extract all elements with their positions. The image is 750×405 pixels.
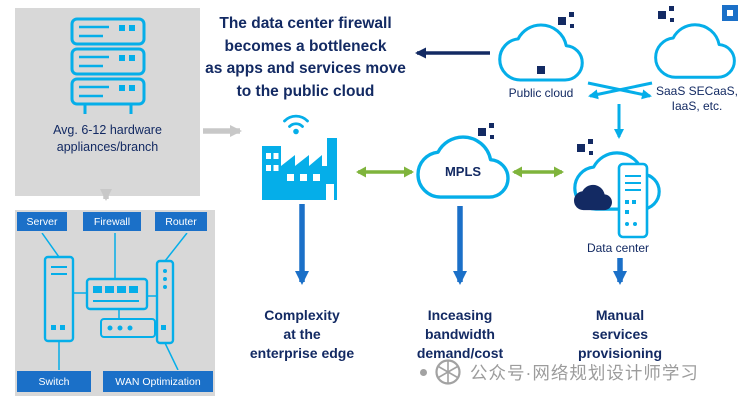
headline-line: as apps and services move (205, 60, 406, 77)
router-button: Router (155, 212, 207, 231)
label-line: at the (283, 326, 321, 342)
saas-cloud-label: SaaS SECaaS, IaaS, etc. (648, 84, 746, 114)
wan-optimization-button: WAN Optimization (103, 371, 213, 392)
saas-cloud-label-line: IaaS, etc. (671, 99, 723, 113)
tower-server-icon (43, 255, 75, 343)
label-line: Manual (595, 307, 645, 323)
label-line: Inceasing (427, 307, 493, 323)
switch-device-icon (85, 277, 149, 311)
watermark: 公众号·网络规划设计师学习 (420, 358, 699, 386)
label-line: bandwidth (425, 326, 495, 342)
label-line: enterprise edge (249, 345, 355, 361)
public-cloud-icon (498, 23, 584, 82)
firewall-button: Firewall (83, 212, 141, 231)
datacenter-cloud-shadow-icon (574, 184, 612, 211)
label-line: services (591, 326, 649, 342)
mpls-cloud-icon (416, 135, 510, 199)
wifi-icon (283, 114, 309, 128)
branch-box-label-line: Avg. 6-12 hardware (53, 123, 162, 137)
label-line: provisioning (578, 345, 662, 361)
branch-box-label-line: appliances/branch (56, 140, 159, 154)
saas-cloud-icon (654, 23, 736, 79)
server-button: Server (17, 212, 67, 231)
server-rack-icon (617, 162, 649, 239)
headline-line: becomes a bottleneck (224, 37, 387, 55)
datacenter-label: Data center (586, 241, 650, 255)
label-bandwidth: Inceasing bandwidth demand/cost (390, 306, 530, 363)
equipment-connector-lines (41, 233, 188, 370)
switch-button: Switch (17, 371, 91, 392)
watermark-dot-icon (420, 368, 427, 376)
equipment-devices (41, 233, 188, 370)
corner-accent-icon (722, 5, 738, 21)
public-cloud-label: Public cloud (508, 86, 574, 100)
server-stack-icon (70, 17, 146, 114)
factory-icon (262, 114, 337, 200)
label-line: Complexity (264, 307, 340, 323)
pixel-accent-icon (658, 6, 674, 22)
branch-box-label: Avg. 6-12 hardware appliances/branch (15, 122, 200, 156)
mpls-cloud-label: MPLS (444, 164, 482, 179)
headline-line: to the public cloud (236, 82, 375, 100)
headline: The data center firewall becomes a bottl… (203, 13, 408, 103)
router-device-icon (155, 259, 175, 345)
label-line: demand/cost (416, 345, 504, 361)
pixel-accent-icon (478, 123, 494, 139)
saas-cloud-label-line: SaaS SECaaS, (655, 84, 739, 98)
branch-appliances-box (15, 8, 200, 196)
arrow-exchange-a (587, 81, 652, 100)
appliance-device-icon (100, 318, 156, 338)
arrow-exchange-b (588, 81, 653, 100)
pixel-accent-icon (577, 139, 593, 155)
label-complexity: Complexity at the enterprise edge (232, 306, 372, 363)
pixel-accent-icon (558, 12, 574, 28)
pixel-accent-icon (537, 66, 545, 74)
label-provisioning: Manual services provisioning (550, 306, 690, 363)
watermark-logo-icon (435, 359, 461, 385)
headline-line: The data center firewall (219, 15, 392, 32)
watermark-text: 公众号·网络规划设计师学习 (470, 362, 699, 383)
